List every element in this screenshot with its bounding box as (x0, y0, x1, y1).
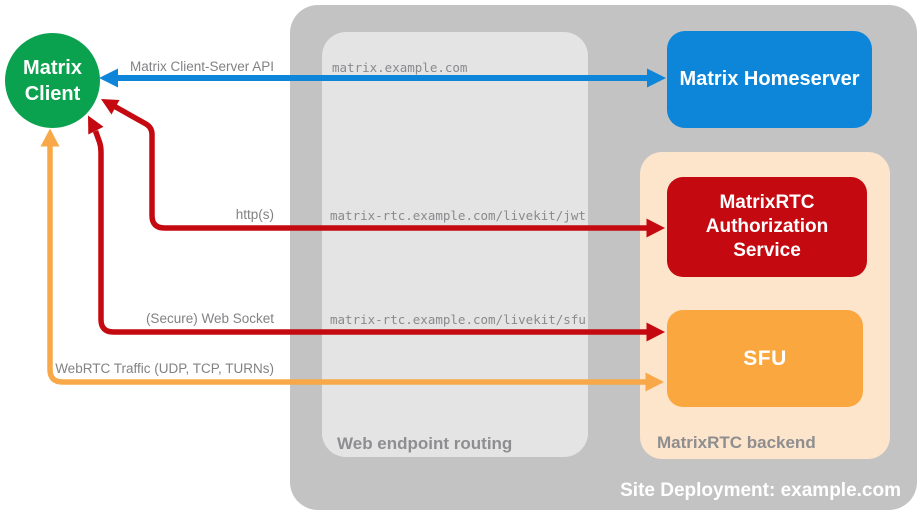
label-webrtc-traffic: WebRTC Traffic (UDP, TCP, TURNs) (55, 361, 274, 376)
matrix-homeserver-node: Matrix Homeserver (667, 31, 872, 128)
web-endpoint-routing-label: Web endpoint routing (337, 434, 513, 453)
endpoint-matrix-example-com: matrix.example.com (332, 60, 468, 75)
label-client-server-api: Matrix Client-Server API (129, 59, 274, 74)
endpoint-livekit-jwt: matrix-rtc.example.com/livekit/jwt (330, 208, 586, 223)
label-https: http(s) (235, 207, 274, 222)
matrix-client-node: Matrix Client (5, 33, 100, 128)
matrixrtc-authorization-service-node: MatrixRTC Authorization Service (667, 177, 867, 277)
label-secure-web-socket: (Secure) Web Socket (145, 311, 274, 326)
sfu-node: SFU (667, 310, 863, 407)
endpoint-livekit-sfu: matrix-rtc.example.com/livekit/sfu (330, 312, 586, 327)
web-endpoint-routing-box (322, 32, 588, 457)
site-deployment-title: Site Deployment: example.com (620, 480, 901, 501)
matrixrtc-backend-label: MatrixRTC backend (657, 433, 816, 452)
matrixrtc-authorization-service-label: MatrixRTC Authorization Service (705, 191, 829, 262)
